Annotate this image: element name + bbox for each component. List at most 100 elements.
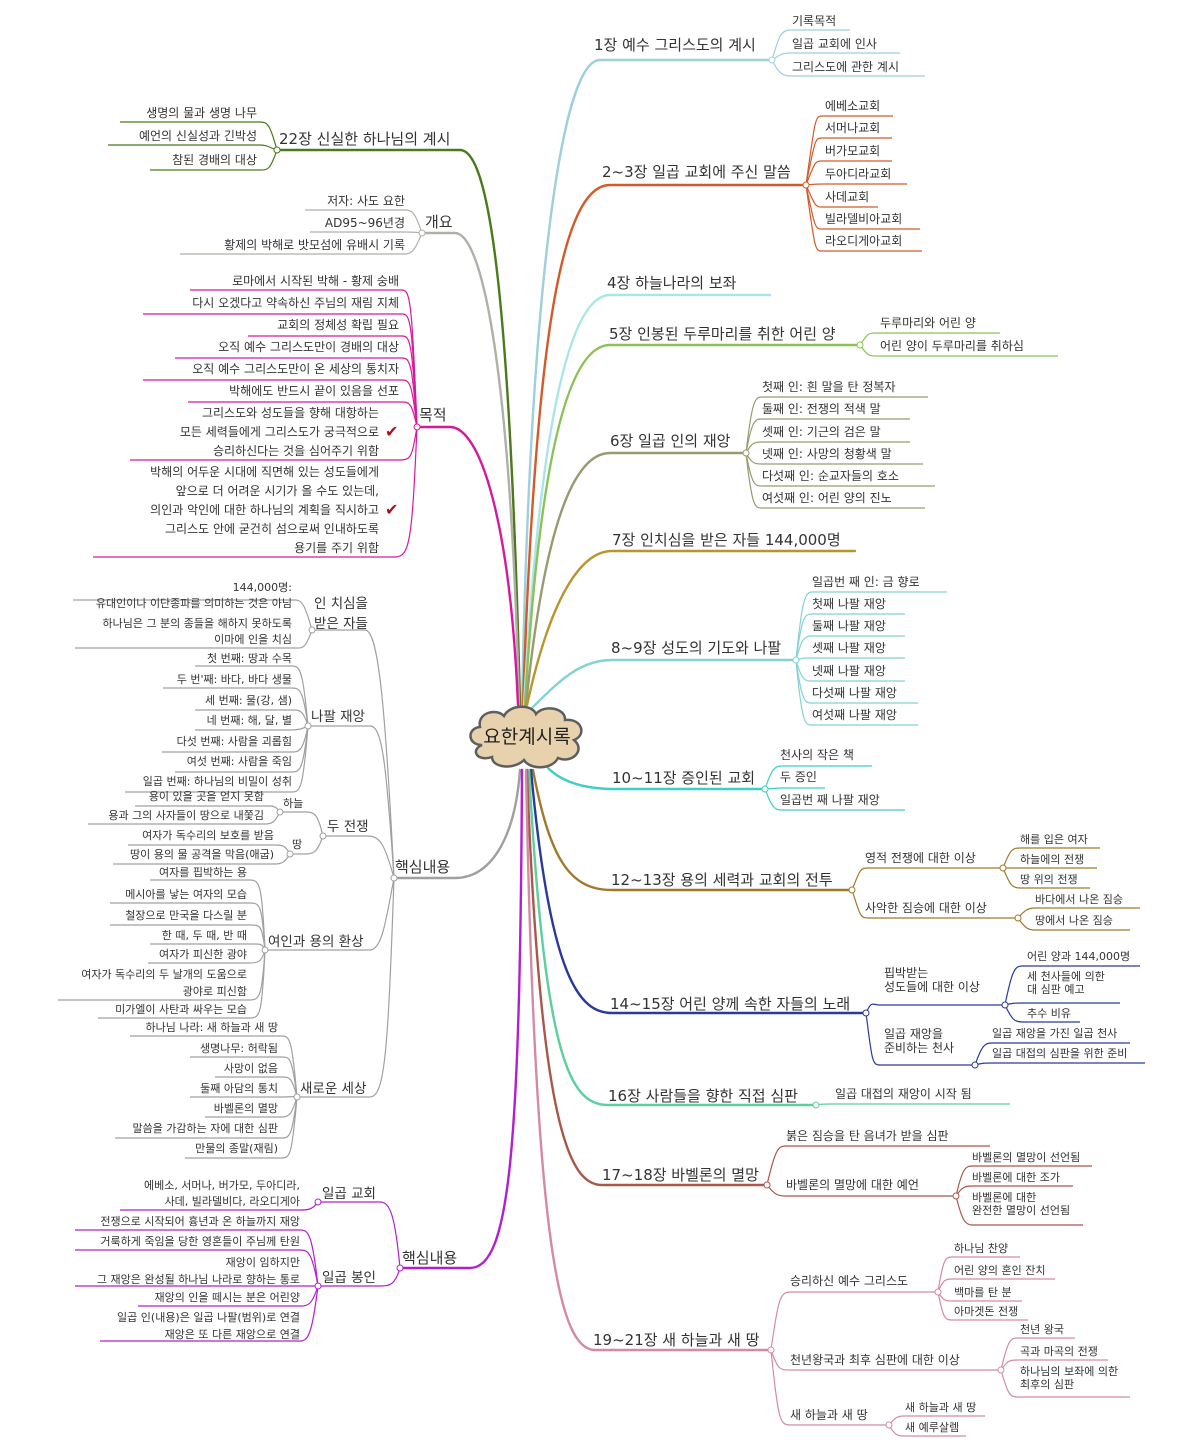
topic-ch17[interactable]: 17~18장 바벨론의 멸망 <box>602 1166 759 1184</box>
leaf[interactable]: 바벨론에 대한 조가 <box>972 1171 1060 1184</box>
topic-ch10[interactable]: 10~11장 증인된 교회 <box>612 769 756 787</box>
leaf[interactable]: 땅이 용의 물 공격을 막음(애굽) <box>129 848 274 861</box>
leaf[interactable]: 네 번째: 해, 달, 별 <box>206 714 292 727</box>
subtopic[interactable]: 핍박받는 성도들에 대한 이상 <box>884 966 980 995</box>
leaf[interactable]: 다섯 번째: 사람을 괴롭힘 <box>176 735 292 748</box>
subtopic[interactable]: 두루마리와 어린 양 <box>880 316 976 330</box>
subtopic[interactable]: 기록목적 <box>792 14 837 28</box>
subtopic[interactable]: 다시 오겠다고 약속하신 주님의 재림 지체 <box>192 296 399 310</box>
topic-ch7[interactable]: 7장 인치심을 받은 자들 144,000명 <box>612 531 841 549</box>
leaf[interactable]: 땅에서 나온 짐승 <box>1035 914 1113 927</box>
subtopic[interactable]: 라오디게아교회 <box>825 234 903 248</box>
subtopic[interactable]: 사악한 짐승에 대한 이상 <box>865 901 987 915</box>
subtopic[interactable]: 그리스도에 관한 계시 <box>792 60 899 74</box>
subtopic[interactable]: 일곱 교회에 인사 <box>792 37 877 51</box>
subtopic[interactable]: 여인과 용의 환상 <box>268 934 364 950</box>
subtopic[interactable]: 여섯째 인: 어린 양의 진노 <box>762 491 892 505</box>
leaf[interactable]: 메시아를 낳는 여자의 모습 <box>125 888 247 901</box>
leaf[interactable]: 재앙의 인을 떼시는 분은 어린양 <box>154 1291 300 1304</box>
leaf[interactable]: 새 하늘과 새 땅 <box>905 1401 977 1414</box>
subtopic[interactable]: 일곱 대접의 재앙이 시작 됨 <box>835 1087 972 1101</box>
leaf[interactable]: 하나님 나라: 새 하늘과 새 땅 <box>145 1021 278 1034</box>
topic-purpose[interactable]: 목적 <box>419 406 447 424</box>
leaf[interactable]: 만물의 종말(재림) <box>195 1142 278 1155</box>
topic-ch16[interactable]: 16장 사람들을 향한 직접 심판 <box>608 1087 798 1105</box>
leaf[interactable]: 바다에서 나온 짐승 <box>1035 893 1123 906</box>
subtopic[interactable]: 첫째 인: 흰 말을 탄 정복자 <box>762 380 896 394</box>
leaf[interactable]: 미가엘이 사탄과 싸우는 모습 <box>115 1003 247 1016</box>
subtopic[interactable]: 넷째 나팔 재앙 <box>812 664 886 678</box>
topic-core2[interactable]: 핵심내용 <box>402 1249 458 1267</box>
subtopic[interactable]: 생명의 물과 생명 나무 <box>146 106 257 120</box>
leaf[interactable]: 바벨론에 대한 완전한 멸망이 선언됨 <box>972 1191 1071 1218</box>
subtopic[interactable]: 버가모교회 <box>825 144 881 158</box>
leaf[interactable]: 여자가 독수리의 두 날개의 도움으로 광야로 피신함 <box>81 968 247 998</box>
topic-ch14[interactable]: 14~15장 어린 양께 속한 자들의 노래 <box>610 995 851 1013</box>
leaf[interactable]: 곡과 마곡의 전쟁 <box>1020 1345 1098 1358</box>
subtopic[interactable]: 새로운 세상 <box>300 1081 367 1097</box>
leaf[interactable]: 여섯 번째: 사람을 죽임 <box>186 755 292 768</box>
topic-ch4[interactable]: 4장 하늘나라의 보좌 <box>607 274 737 292</box>
leaf[interactable]: 추수 비유 <box>1027 1007 1071 1020</box>
leaf[interactable]: 하나님 찬양 <box>954 1242 1009 1255</box>
leaf[interactable]: 일곱 번째: 하나님의 비밀이 성취 <box>142 775 292 788</box>
root-node[interactable]: 요한계시록 <box>462 700 592 770</box>
subtopic[interactable]: 일곱 교회 <box>322 1186 376 1202</box>
subtopic[interactable]: 일곱 재앙을 준비하는 천사 <box>884 1027 955 1056</box>
leaf[interactable]: 일곱 재앙을 가진 일곱 천사 <box>992 1027 1118 1040</box>
subtopic[interactable]: 셋째 나팔 재앙 <box>812 641 886 655</box>
leaf[interactable]: 하나님의 보좌에 의한 최후의 심판 <box>1020 1365 1119 1392</box>
leaf[interactable]: 재앙이 임하지만 그 재앙은 완성될 하나님 나라로 향하는 통로 <box>96 1256 300 1286</box>
subtopic[interactable]: 첫째 나팔 재앙 <box>812 597 886 611</box>
leaf[interactable]: 사망이 없음 <box>223 1062 278 1075</box>
leaf[interactable]: 바벨론의 멸망 <box>213 1102 278 1115</box>
leaf[interactable]: 말씀을 가감하는 자에 대한 심판 <box>132 1122 278 1135</box>
leaf[interactable]: 거룩하게 죽임을 당한 영혼들이 주님께 탄원 <box>100 1235 300 1248</box>
subtopic[interactable]: 넷째 인: 사망의 청황색 말 <box>762 447 892 461</box>
leaf[interactable]: 144,000명: 유대인이나 이단종파를 의미하는 것은 아님 <box>95 581 292 610</box>
subtopic[interactable]: 저자: 사도 요한 <box>327 194 405 208</box>
leaf[interactable]: 전쟁으로 시작되어 흉년과 온 하늘까지 재앙 <box>100 1215 300 1228</box>
leaf[interactable]: 아마겟돈 전쟁 <box>954 1305 1019 1318</box>
subtopic[interactable]: 예언의 신실성과 긴박성 <box>138 129 257 143</box>
topic-overview[interactable]: 개요 <box>425 213 453 231</box>
subtopic[interactable]: 셋째 인: 기근의 검은 말 <box>762 425 881 439</box>
leaf[interactable]: 천년 왕국 <box>1020 1323 1064 1336</box>
leaf[interactable]: 새 예루살렘 <box>905 1421 960 1434</box>
subtopic[interactable]: 승리하신 예수 그리스도 <box>790 1274 909 1288</box>
leaf[interactable]: 둘째 아담의 통치 <box>200 1082 278 1095</box>
leaf[interactable]: 백마를 탄 분 <box>954 1286 1012 1299</box>
leaf[interactable]: 일곱 대접의 심판을 위한 준비 <box>992 1047 1128 1060</box>
leaf[interactable]: 하늘에의 전쟁 <box>1020 853 1085 866</box>
subtopic[interactable]: 여섯째 나팔 재앙 <box>812 708 897 722</box>
leaf[interactable]: 용과 그의 사자들이 땅으로 내쫓김 <box>108 809 264 822</box>
subtopic[interactable]: 어린 양이 두루마리를 취하심 <box>880 339 1024 353</box>
subtopic[interactable]: 천사의 작은 책 <box>780 748 854 762</box>
subtopic[interactable]: 영적 전쟁에 대한 이상 <box>865 851 976 865</box>
subtopic[interactable]: 그리스도와 성도들을 향해 대항하는 모든 세력들에게 그리스도가 궁극적으로 … <box>179 406 379 458</box>
leaf[interactable]: 세 천사들에 의한 대 심판 예고 <box>1027 970 1105 997</box>
subtopic[interactable]: 로마에서 시작된 박해 - 황제 숭배 <box>232 274 399 288</box>
leaf[interactable]: 해를 입은 여자 <box>1020 833 1088 846</box>
subtopic[interactable]: 참된 경배의 대상 <box>172 153 257 167</box>
leaf[interactable]: 하나님은 그 분의 종들을 해하지 못하도록 이마에 인을 치심 <box>102 617 292 646</box>
subtopic[interactable]: 인 치심을 받은 자들 <box>314 596 368 632</box>
leaf[interactable]: 땅 위의 전쟁 <box>1020 873 1078 886</box>
leaf[interactable]: 생명나무: 허락됨 <box>199 1042 278 1055</box>
leaf[interactable]: 어린 양과 144,000명 <box>1027 950 1131 963</box>
subtopic[interactable]: 두 증인 <box>780 770 817 784</box>
subtopic[interactable]: 박해에도 반드시 끝이 있음을 선포 <box>229 384 399 398</box>
subtopic[interactable]: 오직 예수 그리스도만이 온 세상의 통치자 <box>192 362 399 376</box>
leaf[interactable]: 여자가 피신한 광야 <box>159 948 247 961</box>
subtopic[interactable]: 붉은 짐승을 탄 음녀가 받을 심판 <box>786 1129 949 1143</box>
subtopic[interactable]: 다섯째 인: 순교자들의 호소 <box>762 469 899 483</box>
subtopic[interactable]: 둘째 인: 전쟁의 적색 말 <box>762 402 881 416</box>
subtopic[interactable]: 일곱 봉인 <box>322 1270 376 1286</box>
leaf[interactable]: 두 번'째: 바다, 바다 생물 <box>176 673 292 686</box>
subtopic[interactable]: 다섯째 나팔 재앙 <box>812 686 897 700</box>
subtopic[interactable]: AD95~96년경 <box>324 216 405 230</box>
subtopic[interactable]: 에베소교회 <box>825 99 881 113</box>
leaf[interactable]: 한 때, 두 때, 반 때 <box>161 929 247 942</box>
subtopic[interactable]: 빌라델비아교회 <box>825 212 903 226</box>
leaf[interactable]: 세 번째: 물(강, 샘) <box>205 694 292 707</box>
